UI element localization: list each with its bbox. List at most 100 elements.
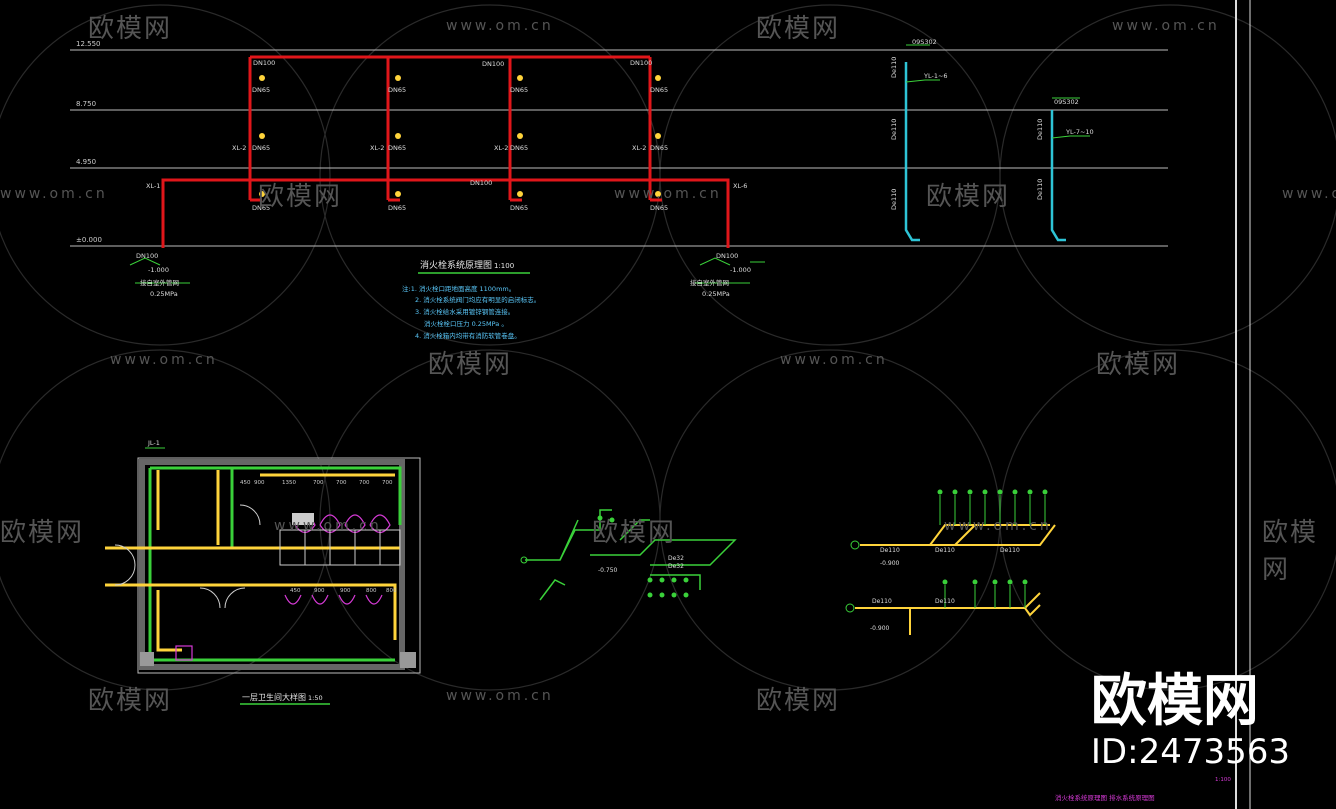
drainage-risers bbox=[904, 62, 1066, 242]
svg-text:DN100: DN100 bbox=[482, 60, 504, 68]
svg-text:XL-2: XL-2 bbox=[232, 144, 246, 152]
brand-id: ID:2473563 bbox=[1090, 732, 1290, 772]
toilet-plan: 450 900 1350 700 700 700 700 450 900 900… bbox=[105, 439, 421, 674]
svg-text:DN65: DN65 bbox=[252, 86, 270, 94]
svg-text:450: 450 bbox=[290, 588, 301, 594]
svg-text:DN100: DN100 bbox=[253, 59, 275, 67]
svg-text:De32: De32 bbox=[668, 555, 684, 562]
toilet-fixtures bbox=[175, 514, 391, 661]
svg-text:900: 900 bbox=[254, 480, 265, 486]
svg-text:1350: 1350 bbox=[282, 480, 296, 486]
elev-3: 4.950 bbox=[76, 158, 96, 166]
watermark-circles bbox=[0, 4, 1336, 691]
toilet-scale: 1:50 bbox=[308, 694, 323, 702]
svg-text:3. 消火栓给水采用镀锌钢管连接。: 3. 消火栓给水采用镀锌钢管连接。 bbox=[415, 307, 514, 316]
notes: 注:1. 消火栓口距地面高度 1100mm。 2. 消火栓系统阀门均应有明显的启… bbox=[402, 284, 540, 340]
left-base-level: -1.000 bbox=[148, 266, 169, 274]
svg-text:700: 700 bbox=[313, 480, 324, 486]
fire-system-scale: 1:100 bbox=[494, 262, 514, 270]
elev-2: 8.750 bbox=[76, 100, 96, 108]
svg-text:XL-2: XL-2 bbox=[632, 144, 646, 152]
svg-text:De110: De110 bbox=[1000, 547, 1020, 554]
svg-text:09S302: 09S302 bbox=[912, 38, 937, 46]
svg-text:450: 450 bbox=[240, 480, 251, 486]
iso-fixtures bbox=[520, 515, 689, 598]
elev-4: ±0.000 bbox=[76, 236, 102, 244]
svg-text:900: 900 bbox=[340, 588, 351, 594]
left-base-label: 接自室外管网 bbox=[140, 278, 179, 287]
base-connections bbox=[129, 257, 765, 284]
svg-text:De110: De110 bbox=[1036, 119, 1044, 140]
svg-text:XL-1: XL-1 bbox=[146, 182, 160, 190]
svg-text:800: 800 bbox=[366, 588, 377, 594]
svg-text:XL-6: XL-6 bbox=[733, 182, 747, 190]
elev-1: 12.550 bbox=[76, 40, 101, 48]
floor-lines bbox=[70, 49, 1168, 247]
brand-stamp: 欧模网 ID:2473563 bbox=[1090, 669, 1290, 773]
svg-text:De110: De110 bbox=[935, 598, 955, 605]
svg-text:DN65: DN65 bbox=[510, 144, 528, 152]
toilet-stalls bbox=[114, 504, 401, 609]
svg-text:700: 700 bbox=[359, 480, 370, 486]
riser-labels: XL-1 XL-2 XL-2 XL-2 XL-2 XL-6 bbox=[146, 144, 747, 190]
toilet-dimensions: 450 900 1350 700 700 700 700 450 900 900… bbox=[240, 480, 397, 594]
hydrant-symbols bbox=[259, 75, 661, 197]
svg-text:DN65: DN65 bbox=[388, 204, 406, 212]
toilet-riser-label: JL-1 bbox=[147, 439, 160, 447]
svg-text:DN65: DN65 bbox=[510, 204, 528, 212]
svg-text:DN100: DN100 bbox=[630, 59, 652, 67]
svg-text:DN65: DN65 bbox=[650, 204, 668, 212]
svg-text:4. 消火栓箱内均带有消防软管卷盘。: 4. 消火栓箱内均带有消防软管卷盘。 bbox=[415, 331, 521, 340]
svg-text:DN65: DN65 bbox=[252, 144, 270, 152]
svg-text:700: 700 bbox=[336, 480, 347, 486]
svg-text:YL-7~10: YL-7~10 bbox=[1065, 128, 1094, 136]
toilet-title: 一层卫生间大样图 bbox=[242, 692, 306, 702]
svg-text:De110: De110 bbox=[1036, 179, 1044, 200]
svg-text:注:1. 消火栓口距地面高度 1100mm。: 注:1. 消火栓口距地面高度 1100mm。 bbox=[402, 284, 515, 293]
svg-text:De110: De110 bbox=[890, 189, 898, 210]
svg-text:De110: De110 bbox=[880, 547, 900, 554]
drain-fixtures bbox=[845, 489, 1048, 613]
elevation-labels: 12.550 8.750 4.950 ±0.000 bbox=[76, 40, 102, 244]
svg-text:XL-2: XL-2 bbox=[494, 144, 508, 152]
svg-text:-0.900: -0.900 bbox=[880, 560, 900, 567]
svg-text:DN65: DN65 bbox=[510, 86, 528, 94]
svg-text:De110: De110 bbox=[890, 57, 898, 78]
svg-text:900: 900 bbox=[314, 588, 325, 594]
svg-text:DN65: DN65 bbox=[252, 204, 270, 212]
right-base-level: -1.000 bbox=[730, 266, 751, 274]
fire-system-title: 消火栓系统原理图 bbox=[420, 259, 492, 271]
dn-labels: DN65 DN65 DN65 DN65 DN65 DN65 DN65 DN65 … bbox=[136, 59, 738, 260]
svg-text:700: 700 bbox=[382, 480, 393, 486]
svg-text:DN100: DN100 bbox=[716, 252, 738, 260]
right-pressure: 0.25MPa bbox=[702, 290, 730, 298]
brand-name: 欧模网 bbox=[1090, 669, 1259, 734]
svg-text:De32: De32 bbox=[668, 563, 684, 570]
drain-labels: De110 De110 De110 -0.900 De110 De110 -0.… bbox=[870, 547, 1020, 632]
svg-text:800: 800 bbox=[386, 588, 397, 594]
svg-text:DN65: DN65 bbox=[388, 144, 406, 152]
right-base-label: 接自室外管网 bbox=[690, 278, 729, 287]
isometric-supply bbox=[525, 509, 737, 601]
svg-text:2. 消火栓系统阀门均应有明显的启闭标志。: 2. 消火栓系统阀门均应有明显的启闭标志。 bbox=[415, 295, 540, 304]
bottom-title: 消火栓系统原理图 排水系统原理图 bbox=[1055, 793, 1155, 802]
drain-branches bbox=[939, 495, 1046, 608]
svg-text:DN100: DN100 bbox=[136, 252, 158, 260]
iso-level: -0.750 bbox=[598, 567, 618, 574]
svg-text:DN100: DN100 bbox=[470, 179, 492, 187]
svg-text:XL-2: XL-2 bbox=[370, 144, 384, 152]
svg-text:De110: De110 bbox=[890, 119, 898, 140]
svg-text:De110: De110 bbox=[872, 598, 892, 605]
bottom-scale: 1:100 bbox=[1215, 777, 1231, 783]
svg-text:DN65: DN65 bbox=[650, 86, 668, 94]
fire-hydrant-pipes bbox=[161, 55, 730, 248]
svg-text:DN65: DN65 bbox=[650, 144, 668, 152]
svg-text:YL-1~6: YL-1~6 bbox=[923, 72, 948, 80]
left-pressure: 0.25MPa bbox=[150, 290, 178, 298]
svg-text:DN65: DN65 bbox=[388, 86, 406, 94]
drainage-labels: YL-1~6 YL-7~10 09S302 09S302 De110 De110… bbox=[890, 38, 1094, 210]
svg-text:-0.900: -0.900 bbox=[870, 625, 890, 632]
svg-text:De110: De110 bbox=[935, 547, 955, 554]
svg-text:消火栓栓口压力 0.25MPa 。: 消火栓栓口压力 0.25MPa 。 bbox=[424, 319, 508, 328]
